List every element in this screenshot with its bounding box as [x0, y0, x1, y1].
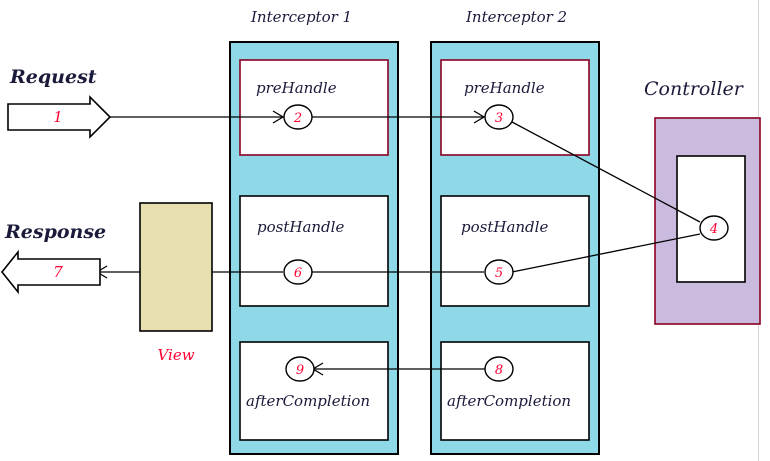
- controller-title: Controller: [644, 78, 745, 100]
- step-5-number: 5: [495, 266, 503, 281]
- request-block-arrow: [7, 95, 112, 139]
- interceptor1-aftercompletion-box: [239, 341, 389, 441]
- interceptor1-posthandle-box: [239, 195, 389, 307]
- step-6-circle: [283, 259, 313, 285]
- view-label: View: [157, 346, 194, 364]
- step-8-circle: [484, 356, 514, 382]
- step-6-number: 6: [294, 266, 302, 281]
- flow-prehandle2-to-controller: [511, 121, 701, 223]
- step-9-number: 9: [296, 363, 304, 378]
- step-4-number: 4: [709, 222, 718, 237]
- arrowhead-into-prehandle2: [473, 110, 486, 124]
- step-4-circle: [699, 215, 729, 241]
- interceptor2-aftercompletion-label: afterCompletion: [447, 392, 571, 410]
- view-box: [139, 202, 213, 332]
- request-label: Request: [9, 66, 97, 88]
- interceptor2-prehandle-box: [440, 59, 590, 156]
- interceptor1-aftercompletion-label: afterCompletion: [246, 392, 370, 410]
- step-2-circle: [283, 104, 313, 130]
- step-8-number: 8: [495, 363, 503, 378]
- interceptor1-prehandle-box: [239, 59, 389, 156]
- interceptor2-aftercompletion-box: [440, 341, 590, 441]
- interceptor2-title: Interceptor 2: [465, 8, 567, 26]
- interceptor1-posthandle-label: postHandle: [257, 218, 344, 236]
- step-3-number: 3: [495, 111, 503, 126]
- response-block-arrow: [0, 249, 101, 295]
- interceptor1-title: Interceptor 1: [250, 8, 352, 26]
- step-7-number: 7: [53, 263, 63, 281]
- step-5-circle: [484, 259, 514, 285]
- arrowhead-into-prehandle1: [272, 110, 285, 124]
- step-1-number: 1: [53, 108, 63, 126]
- step-2-number: 2: [293, 111, 302, 126]
- interceptor2-posthandle-box: [440, 195, 590, 307]
- step-3-circle: [484, 104, 514, 130]
- flow-controller-to-posthandle2: [511, 233, 701, 273]
- interceptor2-prehandle-label: preHandle: [464, 79, 545, 97]
- interceptor1-prehandle-label: preHandle: [256, 79, 337, 97]
- step-9-circle: [285, 356, 315, 382]
- response-label: Response: [4, 221, 106, 243]
- interceptor2-posthandle-label: postHandle: [461, 218, 548, 236]
